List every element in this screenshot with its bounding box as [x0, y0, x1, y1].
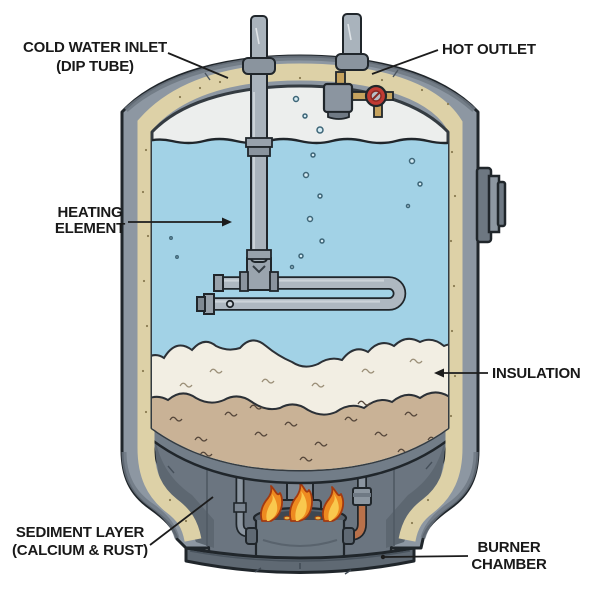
heating-element-line1: HEATING	[57, 204, 123, 221]
fluff-squiggles	[179, 358, 423, 388]
leader-arrowheads	[222, 217, 444, 560]
chamber-facet-right	[386, 438, 445, 548]
sediment-layer-line2: (CALCIUM & RUST)	[12, 542, 148, 559]
sediment-squiggles	[169, 400, 441, 462]
valve-body	[322, 82, 354, 114]
cold-water-inlet-line1: COLD WATER INLET	[22, 39, 167, 56]
sediment-layer-label: SEDIMENT LAYER (CALCIUM & RUST)	[0, 524, 160, 560]
outlet-collar	[335, 53, 369, 71]
cold-water-inlet-label: COLD WATER INLET (DIP TUBE)	[15, 38, 175, 76]
dip-tube	[242, 15, 276, 263]
burner-chamber-line1: BURNER	[477, 539, 541, 556]
side-fitting	[475, 166, 507, 244]
insulation-line1: INSULATION	[492, 365, 581, 382]
insulation-label: INSULATION	[492, 365, 596, 382]
dip-tube-coupling	[245, 137, 273, 148]
hot-outlet-pipe	[335, 13, 369, 71]
heating-element-arrowhead	[222, 217, 232, 227]
burner-chamber-label: BURNER CHAMBER	[459, 539, 559, 573]
leader-lines	[128, 49, 488, 558]
chamber-facet-left	[155, 438, 214, 548]
element-bolt	[225, 299, 235, 309]
insulation-speckles	[141, 72, 457, 525]
hot-outlet-line1: HOT OUTLET	[442, 41, 536, 58]
burner-chamber-leader	[384, 555, 469, 558]
insulation-arrowhead	[434, 368, 444, 378]
cold-water-inlet-leader	[167, 52, 229, 79]
burner-chamber-line2: CHAMBER	[471, 556, 547, 573]
dome-ticks	[204, 69, 399, 81]
heating-element-line2: ELEMENT	[54, 220, 126, 237]
relief-valve	[322, 71, 394, 120]
inlet-collar	[242, 57, 276, 75]
hot-outlet-label: HOT OUTLET	[442, 41, 552, 58]
insulation-layer	[137, 63, 463, 542]
hot-outlet-leader	[371, 49, 439, 75]
sediment-layer-line1: SEDIMENT LAYER	[15, 524, 145, 541]
burner-flames	[260, 482, 344, 522]
sediment-layer-leader	[149, 496, 214, 546]
heating-element-label: HEATING ELEMENT	[40, 205, 140, 237]
burner-chamber-dot	[380, 554, 386, 560]
heating-element	[196, 257, 407, 315]
bubbles	[169, 95, 423, 270]
dome-rim-shading	[124, 55, 476, 112]
cold-water-inlet-line2: (DIP TUBE)	[56, 58, 134, 75]
